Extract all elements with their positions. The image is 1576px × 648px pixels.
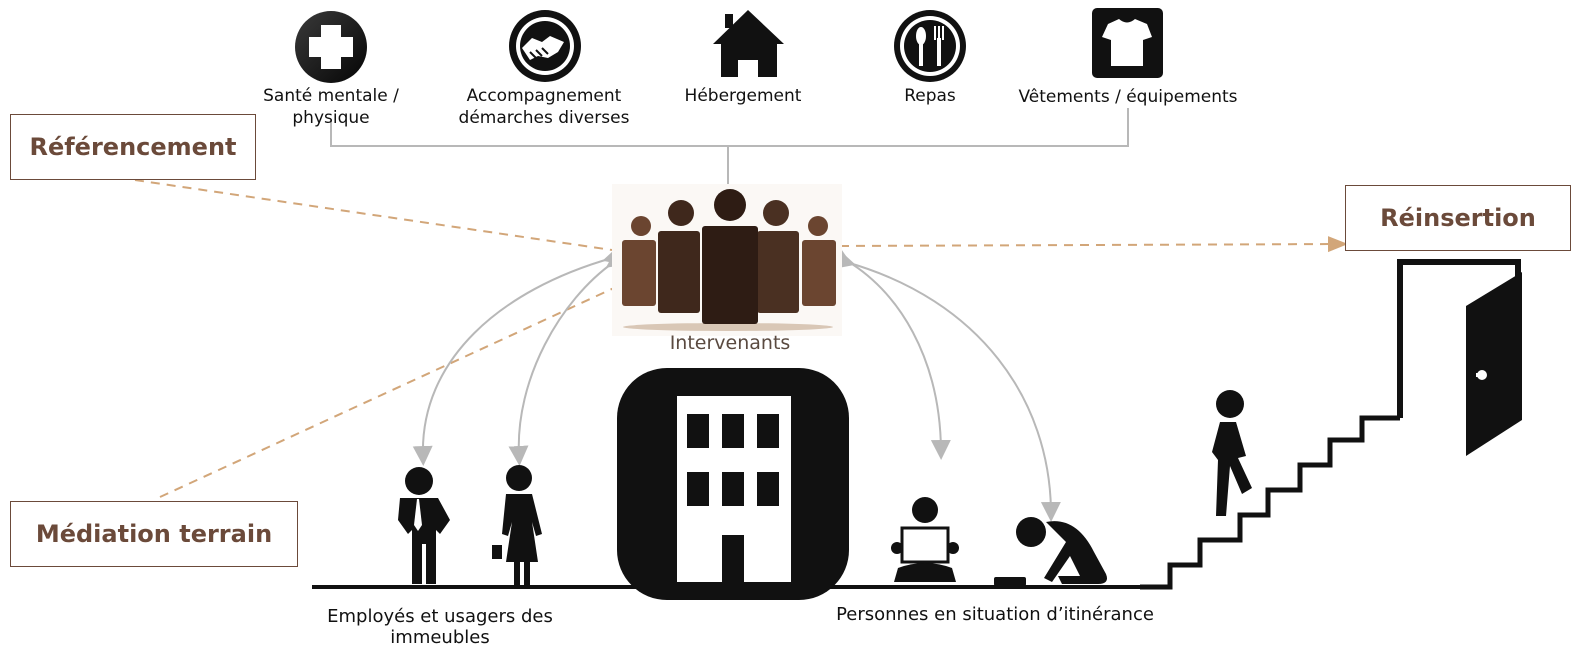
person-sitting-sign-icon	[891, 497, 959, 582]
house-icon	[713, 10, 784, 77]
interaction-arrows	[412, 244, 1061, 522]
handshake-icon	[509, 10, 581, 82]
service-label-line: physique	[292, 108, 370, 128]
services-connector	[330, 108, 1129, 186]
service-label-line: Vêtements / équipements	[1018, 87, 1238, 107]
box-reinsertion: Réinsertion	[1345, 185, 1571, 251]
businessman-icon	[398, 467, 450, 584]
building-icon	[617, 368, 849, 600]
person-kneeling-icon	[994, 517, 1107, 586]
open-door-icon	[1397, 259, 1522, 456]
stairs-icon	[1140, 415, 1400, 590]
service-label-hebergement: Hébergement	[668, 85, 818, 107]
service-label-sante: Santé mentale / physique	[251, 85, 411, 129]
service-label-accompagnement: Accompagnement démarches diverses	[444, 85, 644, 129]
businesswoman-icon	[492, 465, 542, 588]
fork-spoon-icon	[894, 10, 966, 82]
service-label-line: Repas	[904, 86, 956, 106]
person-climbing-icon	[1212, 390, 1252, 516]
box-mediation-terrain: Médiation terrain	[10, 501, 298, 567]
box-referencement: Référencement	[10, 114, 256, 180]
service-label-line: Santé mentale /	[263, 86, 399, 106]
service-label-line: Hébergement	[684, 86, 802, 106]
medical-cross-icon	[295, 11, 367, 83]
service-label-line: Accompagnement	[466, 86, 622, 106]
intervenants-icon	[612, 184, 842, 336]
tshirt-icon	[1092, 8, 1163, 78]
caption-employees: Employés et usagers des immeubles	[327, 606, 553, 648]
caption-homeless: Personnes en situation d’itinérance	[836, 604, 1154, 625]
service-label-repas: Repas	[880, 85, 980, 107]
diagram-canvas	[134, 8, 1522, 600]
service-label-vetements: Vêtements / équipements	[1008, 86, 1248, 108]
service-label-line: démarches diverses	[458, 108, 630, 128]
intervenants-label: Intervenants	[669, 332, 791, 354]
